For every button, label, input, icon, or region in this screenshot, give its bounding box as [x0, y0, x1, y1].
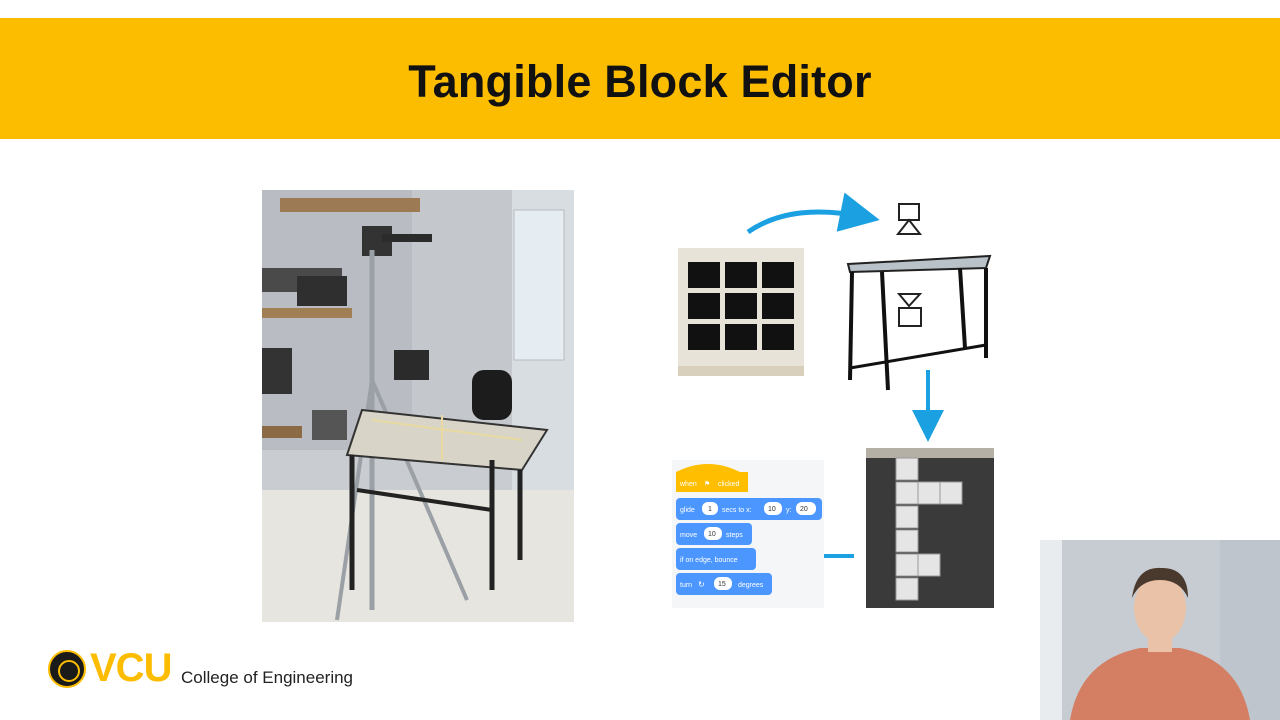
slide-title: Tangible Block Editor [408, 56, 872, 107]
svg-text:steps: steps [726, 532, 743, 539]
arrow-curve-icon [746, 192, 880, 235]
title-banner [0, 18, 1280, 139]
svg-text:clicked: clicked [718, 481, 740, 488]
svg-text:if on edge, bounce: if on edge, bounce [680, 557, 738, 564]
svg-text:1: 1 [708, 506, 712, 513]
svg-text:degrees: degrees [738, 582, 764, 589]
svg-text:secs to x:: secs to x: [722, 507, 752, 514]
lab-setup-photo [262, 190, 574, 622]
camera-icon [895, 203, 923, 235]
process-diagram: when ⚑ clicked glide 1 secs to x: 10 y: … [672, 192, 994, 608]
vcu-logo: VCU College of Engineering [48, 646, 358, 692]
vcu-seal-icon [48, 650, 86, 688]
storage-bins-image [678, 248, 804, 376]
tangible-blocks-image [866, 448, 994, 608]
svg-text:10: 10 [768, 506, 776, 513]
svg-text:move: move [680, 532, 697, 539]
svg-text:↻: ↻ [698, 580, 705, 589]
svg-text:turn: turn [680, 582, 692, 589]
presenter-webcam-video [1040, 540, 1280, 720]
svg-text:glide: glide [680, 507, 695, 514]
svg-text:15: 15 [718, 581, 726, 588]
vcu-wordmark: VCU [90, 646, 172, 690]
glass-desk-image [846, 254, 992, 391]
scratch-code-blocks: when ⚑ clicked glide 1 secs to x: 10 y: … [672, 460, 824, 608]
college-name: College of Engineering [181, 668, 354, 687]
svg-text:20: 20 [800, 506, 808, 513]
svg-text:10: 10 [708, 531, 716, 538]
svg-text:when: when [679, 481, 697, 488]
svg-text:⚑: ⚑ [704, 480, 710, 488]
svg-text:y:: y: [786, 507, 792, 514]
